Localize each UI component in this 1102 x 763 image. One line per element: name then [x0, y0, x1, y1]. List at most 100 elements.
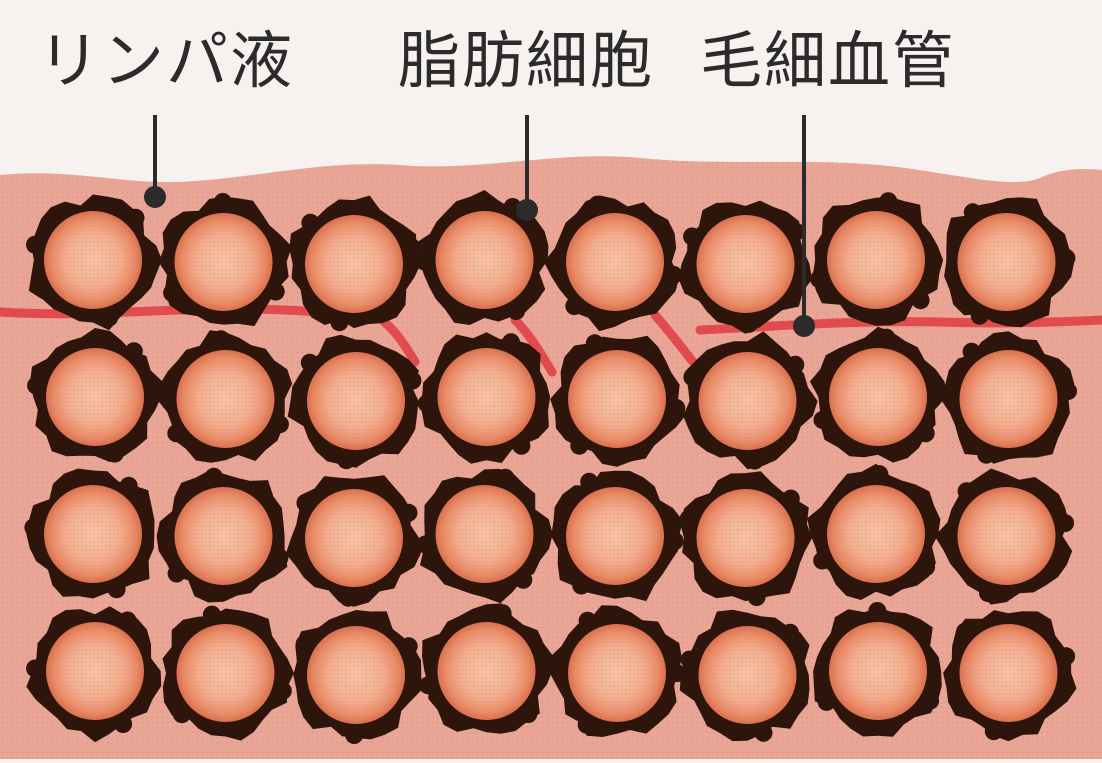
fat-cell-membrane-nub — [1057, 647, 1076, 666]
fat-cell — [26, 194, 162, 331]
fat-cell-membrane-nub — [813, 410, 832, 429]
fat-cell-membrane-nub — [512, 436, 531, 455]
fat-cell — [26, 606, 162, 743]
fat-cell — [543, 195, 683, 332]
fat-cell-membrane-nub — [26, 659, 45, 678]
fat-cell-membrane-nub — [565, 297, 584, 316]
capillary-branch-3 — [650, 310, 698, 367]
fat-cell-membrane-nub — [419, 676, 438, 695]
fat-cell-membrane-nub — [984, 722, 1003, 741]
fat-cell-texture — [696, 215, 795, 313]
fat-cell — [414, 190, 549, 325]
fat-cell-texture — [698, 626, 797, 724]
fat-cell-texture — [307, 352, 405, 450]
fat-cell-membrane-nub — [578, 611, 597, 630]
fat-cell-membrane-nub — [163, 283, 182, 302]
fat-cell — [678, 200, 812, 334]
fat-cell — [289, 195, 421, 332]
fat-cell-texture — [959, 350, 1058, 448]
fat-cell — [679, 609, 810, 742]
fat-cell — [940, 331, 1077, 464]
fat-cell-membrane-nub — [754, 723, 773, 742]
fat-cell-membrane-nub — [24, 518, 43, 537]
fat-cell-membrane-nub — [810, 270, 829, 289]
fat-cell-membrane-nub — [519, 705, 538, 724]
fat-cell-texture — [435, 211, 534, 309]
fat-cell-membrane-nub — [683, 227, 702, 246]
fat-cell-membrane-nub — [570, 436, 589, 455]
fat-cell-membrane-nub — [1056, 514, 1075, 533]
fat-cell — [679, 471, 813, 606]
fat-cell — [807, 463, 941, 600]
fat-cell-membrane-nub — [167, 424, 186, 443]
fat-cell-texture — [698, 352, 797, 450]
fat-cell-membrane-nub — [585, 334, 604, 353]
fat-cell-membrane-nub — [493, 604, 512, 623]
fat-cell-texture — [696, 489, 795, 587]
fat-cell-texture — [176, 350, 275, 448]
fat-cell-membrane-nub — [739, 314, 758, 333]
leader-lines — [144, 115, 815, 337]
fat-cell-membrane-nub — [402, 238, 421, 257]
fat-cell-membrane-nub — [172, 705, 191, 724]
fat-cell-membrane-nub — [879, 192, 898, 211]
fat-cell-texture — [305, 215, 403, 313]
fat-cell-texture — [568, 350, 666, 448]
fat-cell — [417, 332, 551, 464]
fat-cell-membrane-nub — [273, 681, 292, 700]
fat-cell-texture — [176, 624, 275, 722]
fat-cell-label: 脂肪細胞 — [398, 24, 655, 97]
fat-cell — [549, 605, 686, 737]
fat-cell — [293, 610, 422, 744]
fat-cell-texture — [46, 348, 144, 446]
fat-cell-texture — [44, 211, 142, 309]
fat-cell-membrane-nub — [345, 726, 364, 744]
fat-cell — [158, 193, 292, 327]
fat-cell-texture — [827, 485, 925, 583]
fat-cell — [934, 468, 1075, 605]
fat-cell-membrane-nub — [745, 451, 764, 470]
fat-cell-membrane-nub — [870, 465, 889, 484]
fat-cell-texture — [437, 622, 536, 720]
fat-cell-grid — [24, 190, 1077, 744]
fat-cell-membrane-nub — [202, 605, 221, 624]
fat-cell-membrane-nub — [588, 195, 607, 214]
fat-cell-texture — [827, 211, 925, 309]
fat-cell — [156, 330, 293, 463]
fat-cell-membrane-nub — [211, 330, 230, 349]
fat-cell-texture — [959, 624, 1058, 722]
fat-cell-membrane-nub — [403, 371, 422, 390]
fat-cell-membrane-nub — [27, 376, 46, 395]
fat-cell-membrane-nub — [962, 342, 981, 361]
fat-cell-membrane-nub — [126, 208, 145, 227]
fat-cell-membrane-nub — [683, 368, 702, 387]
fat-cell-membrane-nub — [911, 291, 930, 310]
fat-cell-membrane-nub — [957, 482, 976, 501]
fat-cell-membrane-nub — [118, 611, 137, 630]
fat-cell-texture — [566, 487, 664, 585]
fat-cell-membrane-nub — [507, 302, 526, 320]
fat-cell-membrane-nub — [970, 306, 989, 325]
fat-cell-texture — [957, 487, 1056, 585]
capillary-branch-2 — [510, 315, 557, 377]
capillary-right-segment — [695, 315, 1102, 335]
fat-cell-membrane-nub — [266, 282, 285, 301]
fat-cell-texture — [829, 348, 927, 446]
fat-cell-texture — [566, 213, 664, 311]
fat-cell-membrane-nub — [787, 222, 806, 241]
fat-cell-membrane-nub — [679, 509, 698, 528]
fat-cell-membrane-nub — [204, 467, 223, 486]
fat-cell-membrane-nub — [680, 650, 699, 669]
fat-cell-membrane-nub — [114, 715, 133, 733]
fat-cell-membrane-nub — [580, 472, 599, 491]
fat-cell-membrane-nub — [877, 328, 896, 347]
fat-cell-texture — [307, 626, 405, 724]
fat-cell-membrane-nub — [399, 503, 418, 522]
fat-cell-membrane-nub — [921, 691, 940, 710]
fat-cell-membrane-nub — [916, 424, 935, 443]
fat-cell-membrane-nub — [213, 193, 232, 211]
fat-cell-texture — [44, 485, 142, 583]
fat-cell-membrane-nub — [415, 252, 434, 271]
fat-cell-membrane-nub — [572, 576, 591, 595]
fat-cell-membrane-nub — [295, 635, 314, 653]
